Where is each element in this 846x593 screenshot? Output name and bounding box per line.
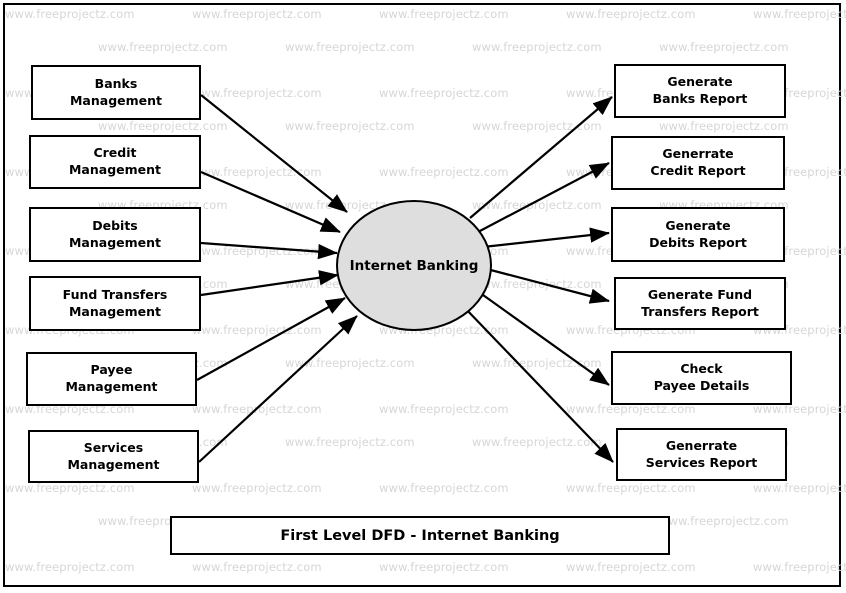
- watermark-text: www.freeprojectz.com: [472, 40, 602, 54]
- entity-banks-management[interactable]: Banks Management: [31, 65, 201, 120]
- edge-credit-management-to-process: [200, 170, 341, 234]
- process-internet-banking-label: Internet Banking: [349, 257, 479, 274]
- output-generate-banks-report-label: Generate Banks Report: [652, 74, 748, 106]
- output-generrate-credit-report[interactable]: Generrate Credit Report: [611, 136, 785, 190]
- edge-process-to-generate-fund-transfers-report: [482, 266, 610, 304]
- watermark-text: www.freeprojectz.com: [192, 165, 322, 179]
- watermark-text: www.freeprojectz.com: [472, 356, 602, 370]
- watermark-text: www.freeprojectz.com: [566, 560, 696, 574]
- watermark-text: www.freeprojectz.com: [5, 481, 135, 495]
- watermark-text: www.freeprojectz.com: [192, 86, 322, 100]
- entity-credit-management[interactable]: Credit Management: [29, 135, 201, 189]
- watermark-text: www.freeprojectz.com: [472, 198, 602, 212]
- watermark-text: www.freeprojectz.com: [285, 435, 415, 449]
- entity-debits-management[interactable]: Debits Management: [29, 207, 201, 262]
- watermark-text: www.freeprojectz.com: [379, 560, 509, 574]
- diagram-caption-box: First Level DFD - Internet Banking: [170, 516, 670, 555]
- entity-payee-management[interactable]: Payee Management: [26, 352, 197, 406]
- watermark-text: www.freeprojectz.com: [472, 119, 602, 133]
- diagram-caption-label: First Level DFD - Internet Banking: [280, 527, 560, 544]
- watermark-text: www.freeprojectz.com: [659, 119, 789, 133]
- watermark-text: www.freeprojectz.com: [753, 7, 846, 21]
- watermark-text: www.freeprojectz.com: [98, 119, 228, 133]
- watermark-text: www.freeprojectz.com: [379, 7, 509, 21]
- watermark-text: www.freeprojectz.com: [192, 402, 322, 416]
- edge-services-management-to-process: [198, 315, 358, 463]
- watermark-text: www.freeprojectz.com: [753, 560, 846, 574]
- watermark-text: www.freeprojectz.com: [192, 560, 322, 574]
- edge-debits-management-to-process: [200, 241, 338, 260]
- edge-banks-management-to-process: [200, 94, 348, 213]
- edge-fund-transfers-management-to-process: [200, 270, 339, 297]
- entity-banks-management-label: Banks Management: [69, 75, 162, 108]
- output-check-payee-details-label: Check Payee Details: [653, 361, 750, 393]
- output-generate-fund-transfers-report-label: Generate Fund Transfers Report: [641, 286, 759, 319]
- output-generrate-credit-report-label: Generrate Credit Report: [650, 146, 746, 178]
- watermark-text: www.freeprojectz.com: [566, 481, 696, 495]
- watermark-text: www.freeprojectz.com: [379, 481, 509, 495]
- watermark-text: www.freeprojectz.com: [472, 435, 602, 449]
- edge-process-to-generrate-credit-report: [477, 162, 610, 233]
- watermark-text: www.freeprojectz.com: [659, 514, 789, 528]
- watermark-text: www.freeprojectz.com: [285, 356, 415, 370]
- process-internet-banking[interactable]: Internet Banking: [336, 200, 492, 331]
- watermark-text: www.freeprojectz.com: [192, 323, 322, 337]
- entity-fund-transfers-management[interactable]: Fund Transfers Management: [29, 276, 201, 331]
- entity-credit-management-label: Credit Management: [68, 145, 161, 177]
- watermark-text: www.freeprojectz.com: [285, 40, 415, 54]
- output-generrate-services-report[interactable]: Generrate Services Report: [616, 428, 787, 481]
- output-generate-banks-report[interactable]: Generate Banks Report: [614, 64, 786, 118]
- watermark-text: www.freeprojectz.com: [192, 7, 322, 21]
- watermark-text: www.freeprojectz.com: [192, 481, 322, 495]
- output-generrate-services-report-label: Generrate Services Report: [645, 437, 758, 470]
- entity-fund-transfers-management-label: Fund Transfers Management: [62, 286, 168, 319]
- entity-services-management-label: Services Management: [67, 439, 160, 472]
- edge-payee-management-to-process: [196, 297, 346, 381]
- watermark-text: www.freeprojectz.com: [5, 7, 135, 21]
- output-generate-fund-transfers-report[interactable]: Generate Fund Transfers Report: [614, 277, 786, 330]
- edge-process-to-generate-debits-report: [482, 227, 610, 249]
- watermark-text: www.freeprojectz.com: [566, 7, 696, 21]
- watermark-text: www.freeprojectz.com: [753, 481, 846, 495]
- watermark-text: www.freeprojectz.com: [285, 119, 415, 133]
- output-generate-debits-report[interactable]: Generate Debits Report: [611, 207, 785, 262]
- watermark-text: www.freeprojectz.com: [98, 40, 228, 54]
- entity-debits-management-label: Debits Management: [68, 217, 161, 250]
- watermark-text: www.freeprojectz.com: [472, 277, 602, 291]
- entity-services-management[interactable]: Services Management: [28, 430, 199, 483]
- watermark-text: www.freeprojectz.com: [379, 86, 509, 100]
- entity-payee-management-label: Payee Management: [65, 362, 158, 394]
- watermark-text: www.freeprojectz.com: [379, 165, 509, 179]
- edge-process-to-generrate-services-report: [463, 306, 614, 463]
- watermark-text: www.freeprojectz.com: [659, 40, 789, 54]
- output-generate-debits-report-label: Generate Debits Report: [649, 217, 747, 250]
- watermark-text: www.freeprojectz.com: [379, 402, 509, 416]
- output-check-payee-details[interactable]: Check Payee Details: [611, 351, 792, 405]
- watermark-text: www.freeprojectz.com: [192, 244, 322, 258]
- edge-process-to-generate-banks-report: [469, 96, 613, 219]
- watermark-text: www.freeprojectz.com: [5, 560, 135, 574]
- edge-process-to-check-payee-details: [475, 289, 610, 386]
